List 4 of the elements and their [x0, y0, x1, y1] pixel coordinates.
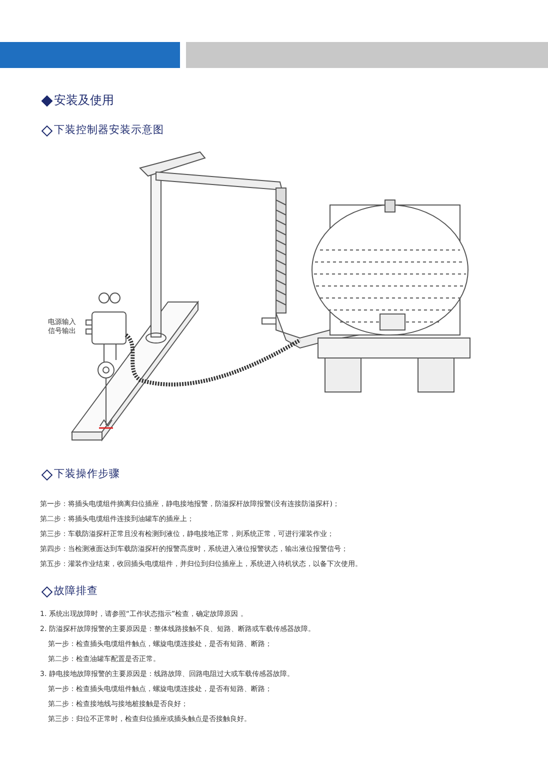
subsection-heading: 下装控制器安装示意图 [54, 124, 164, 137]
subsection-heading: 下装操作步骤 [54, 468, 120, 481]
subsection-heading: 故障排查 [54, 585, 98, 598]
section-heading: 安装及使用 [54, 93, 114, 107]
